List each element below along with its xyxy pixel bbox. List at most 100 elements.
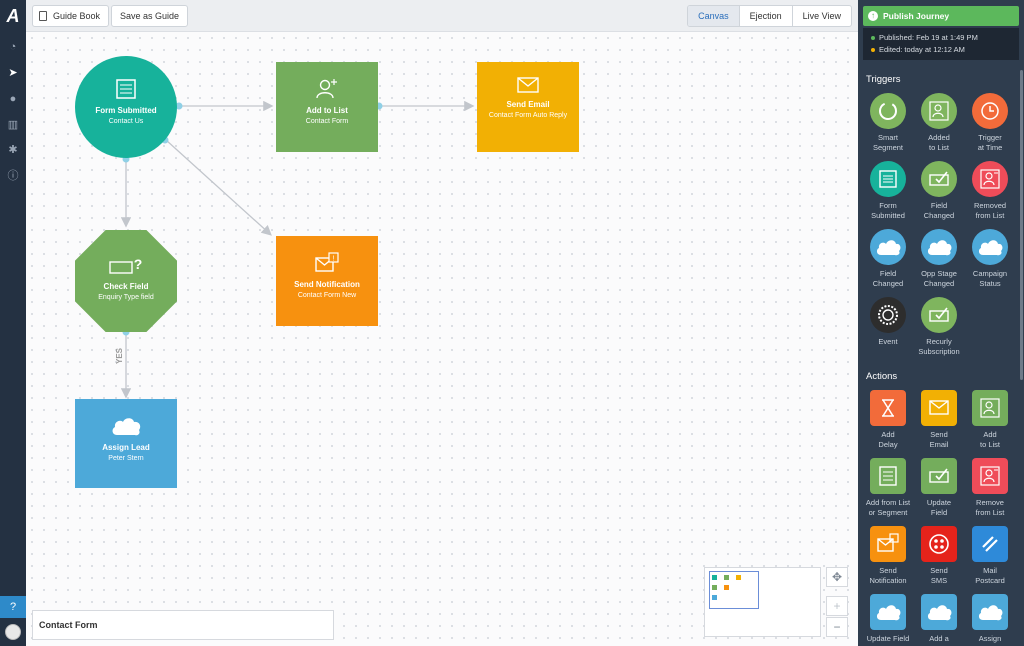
node-title: Add to List bbox=[306, 106, 348, 115]
minimap-node bbox=[712, 585, 717, 590]
node-form-submitted[interactable]: Form Submitted Contact Us bbox=[75, 56, 177, 158]
dashboard-icon[interactable]: ◔ bbox=[9, 41, 17, 53]
tab-live-view[interactable]: Live View bbox=[791, 6, 851, 26]
published-dot-icon bbox=[871, 36, 875, 41]
action-label: Add bbox=[983, 430, 997, 439]
sms-icon bbox=[921, 526, 957, 562]
action-label: Add bbox=[881, 430, 895, 439]
zoom-out-button[interactable]: − bbox=[826, 617, 848, 637]
tab-canvas[interactable]: Canvas bbox=[688, 6, 739, 26]
journey-name-field[interactable]: Contact Form bbox=[32, 610, 334, 640]
help-icon[interactable]: ? bbox=[0, 596, 26, 618]
remove-user-icon bbox=[972, 458, 1008, 494]
trigger-label: Field bbox=[930, 201, 948, 210]
connector-port[interactable] bbox=[175, 102, 183, 110]
info-icon[interactable]: ⓘ bbox=[7, 170, 19, 182]
reports-chart-icon[interactable]: ▥ bbox=[7, 119, 19, 131]
hourglass-icon bbox=[870, 390, 906, 426]
segment-icon bbox=[870, 93, 906, 129]
salesforce-cloud-icon bbox=[870, 594, 906, 630]
salesforce-cloud-icon bbox=[972, 594, 1008, 630]
node-subtitle: Contact Form Auto Reply bbox=[488, 112, 568, 119]
node-check-field[interactable]: ? Check Field Enquiry Type field bbox=[75, 230, 177, 332]
settings-gear-icon[interactable]: ✱ bbox=[8, 144, 18, 156]
save-as-guide-button[interactable]: Save as Guide bbox=[111, 5, 189, 27]
user-avatar[interactable] bbox=[5, 624, 21, 640]
action-item[interactable]: Assign bbox=[965, 594, 1015, 644]
contacts-person-icon[interactable]: ● bbox=[9, 93, 17, 105]
publish-journey-button[interactable]: ↑ Publish Journey bbox=[863, 6, 1019, 26]
canvas-minimap[interactable] bbox=[704, 567, 821, 637]
svg-text:?: ? bbox=[134, 256, 143, 272]
trigger-item[interactable]: Event bbox=[863, 297, 913, 347]
trigger-label: Removed bbox=[973, 201, 1007, 210]
action-label: Add from List bbox=[865, 498, 911, 507]
add-user-icon bbox=[316, 79, 337, 99]
node-subtitle: Contact Form bbox=[305, 118, 349, 125]
minimap-node bbox=[712, 575, 717, 580]
tab-ejection[interactable]: Ejection bbox=[738, 6, 792, 26]
action-label: from List bbox=[975, 508, 1005, 517]
notification-icon: ! bbox=[315, 252, 339, 272]
trigger-label: Trigger bbox=[978, 133, 1002, 142]
notification-icon bbox=[870, 526, 906, 562]
node-add-to-list[interactable]: Add to List Contact Form bbox=[276, 62, 378, 152]
publish-arrow-icon: ↑ bbox=[868, 11, 878, 21]
pan-move-icon[interactable]: ✥ bbox=[826, 567, 848, 587]
publish-status: Published: Feb 19 at 1:49 PM Edited: tod… bbox=[863, 28, 1019, 60]
zoom-in-button[interactable]: + bbox=[826, 596, 848, 616]
action-label: Send bbox=[930, 430, 948, 439]
node-assign-lead[interactable]: Assign Lead Peter Stern bbox=[75, 399, 177, 488]
salesforce-cloud-icon bbox=[921, 229, 957, 265]
clock-icon bbox=[972, 93, 1008, 129]
node-send-email[interactable]: Send Email Contact Form Auto Reply bbox=[477, 62, 579, 152]
actions-heading: Actions bbox=[866, 371, 898, 382]
action-label: Add a bbox=[929, 634, 949, 643]
action-label: Send bbox=[930, 566, 948, 575]
connector-line bbox=[165, 139, 272, 236]
minimap-node bbox=[724, 575, 729, 580]
journey-canvas[interactable]: YES Form Submitted Contact Us Add to Lis… bbox=[26, 32, 858, 646]
minimap-node bbox=[724, 585, 729, 590]
node-title: Form Submitted bbox=[95, 106, 157, 115]
action-item[interactable]: Update Field bbox=[863, 594, 913, 644]
field-icon bbox=[921, 161, 957, 197]
node-title: Send Email bbox=[506, 100, 550, 109]
trigger-label: at Time bbox=[977, 143, 1003, 152]
app-logo-icon[interactable]: A bbox=[6, 6, 20, 26]
action-label: Delay bbox=[878, 440, 898, 449]
trigger-label: Form bbox=[879, 201, 897, 210]
form-icon bbox=[870, 161, 906, 197]
top-toolbar: Guide Book Save as Guide Canvas Ejection… bbox=[26, 0, 858, 32]
action-label: SMS bbox=[930, 576, 948, 585]
node-send-notification[interactable]: ! Send Notification Contact Form New bbox=[276, 236, 378, 326]
action-label: Remove bbox=[976, 498, 1004, 507]
action-item[interactable]: Add a bbox=[914, 594, 964, 644]
journeys-send-icon[interactable]: ➤ bbox=[8, 67, 18, 79]
field-icon bbox=[921, 458, 957, 494]
panel-scrollbar[interactable] bbox=[1020, 70, 1023, 380]
minimap-viewport[interactable] bbox=[709, 571, 759, 609]
guide-book-button[interactable]: Guide Book bbox=[32, 5, 110, 27]
action-label: Field bbox=[930, 508, 948, 517]
action-label: Mail bbox=[983, 566, 997, 575]
